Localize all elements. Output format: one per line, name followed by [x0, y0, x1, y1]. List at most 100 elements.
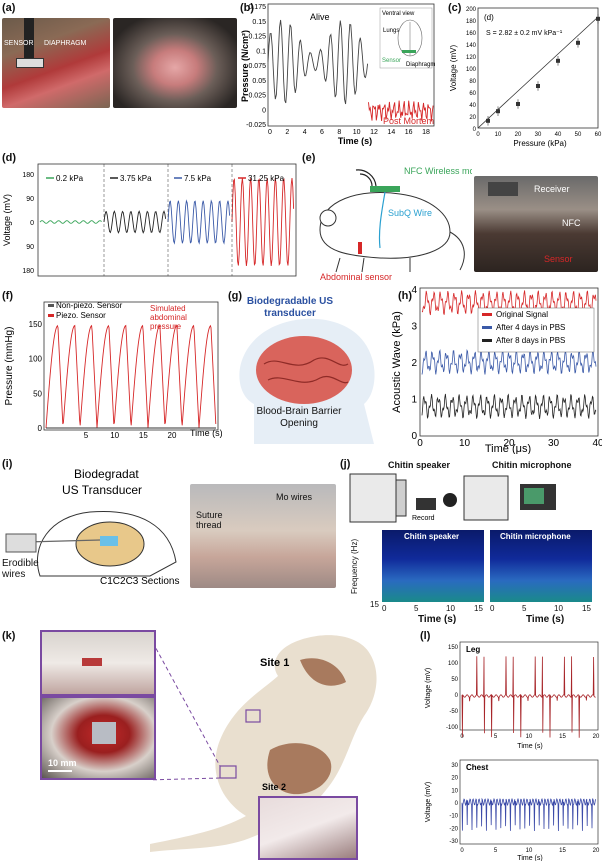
d-wave-3 — [231, 177, 295, 267]
b-diaphragm-label: Diaphragm — [406, 62, 435, 68]
xtick-label: 15 — [139, 431, 148, 440]
h-series-0 — [421, 290, 597, 317]
panel-label-c: (c) — [448, 2, 462, 14]
l-ylabel-2: Voltage (mV) — [425, 782, 432, 822]
ytick-label: 10 — [451, 788, 458, 794]
b-lungs-label: Lungs — [383, 28, 399, 34]
j-spectrogram-speaker: Chitin speaker — [382, 530, 484, 602]
sensor-label: SENSOR — [4, 40, 34, 47]
ytick-label: 90 — [26, 196, 34, 203]
ytick-label: 30 — [451, 763, 458, 769]
c-ylabel: Voltage (mV) — [449, 45, 458, 92]
c-data-point — [536, 84, 540, 88]
j-s2-xtick-2: 10 — [554, 604, 563, 613]
e-sensor-label: Sensor — [544, 254, 573, 264]
ytick-label: -20 — [449, 826, 458, 832]
ytick-label: 0 — [455, 801, 459, 807]
j-ylabel: Frequency (Hz) — [350, 538, 359, 594]
xtick-label: 0 — [476, 132, 480, 138]
ytick-label: 0 — [30, 220, 34, 227]
j-microphone-title: Chitin microphone — [492, 460, 572, 470]
k-scale-label: 10 mm — [48, 758, 77, 768]
j-s1-xtick-2: 10 — [446, 604, 455, 613]
b-inset-schematic: Ventral view Lungs Sensor Diaphragm — [379, 7, 435, 69]
xtick-label: 15 — [559, 848, 566, 854]
ytick-label: 0 — [411, 431, 417, 442]
panel-label-k: (k) — [2, 630, 16, 642]
xtick-label: 0 — [460, 848, 464, 854]
panel-label-b: (b) — [240, 2, 255, 14]
ytick-label: 180 — [466, 19, 477, 25]
e-nfc-label: NFC — [562, 218, 581, 228]
panel-label-e: (e) — [302, 152, 316, 164]
ytick-label: 40 — [469, 103, 476, 109]
e-subq-label: SubQ Wire — [388, 208, 432, 218]
ytick-label: -10 — [449, 814, 458, 820]
f-piezo-series — [45, 324, 217, 429]
j-xlabel-2: Time (s) — [526, 614, 565, 625]
ytick-label: 100 — [466, 67, 477, 73]
ytick-label: 1 — [411, 395, 417, 406]
j-xlabel-1: Time (s) — [418, 614, 457, 625]
ytick-label: 150 — [29, 320, 43, 329]
j-s2-xtick-1: 5 — [522, 604, 527, 613]
j-s1-xtick-3: 15 — [474, 604, 483, 613]
d-pressure-label: 31.25 kPa — [248, 174, 285, 183]
i-title1: Biodegradat — [74, 467, 139, 481]
ytick-label: 20 — [451, 776, 458, 782]
c-inner-label: (d) — [484, 13, 494, 22]
e-receiver-label: Receiver — [534, 184, 570, 194]
xtick-label: 16 — [405, 129, 413, 136]
panel-label-l: (l) — [420, 630, 431, 642]
g-title: Biodegradable US transducer — [246, 296, 334, 319]
f-legend-piezo: Piezo. Sensor — [56, 311, 106, 320]
panel-label-f: (f) — [2, 290, 13, 302]
xtick-label: 5 — [494, 848, 498, 854]
xtick-label: 15 — [559, 734, 566, 740]
i-mo-wires-label: Mo wires — [276, 492, 313, 502]
xtick-label: 30 — [548, 438, 560, 449]
c-data-point — [516, 102, 520, 106]
h-legend-0: Original Signal — [496, 310, 548, 319]
j-record-label: Record — [412, 515, 435, 522]
e-photo-mouse: Receiver NFC Sensor — [474, 176, 598, 272]
ytick-label: -50 — [449, 709, 458, 715]
l-chest-series — [461, 797, 596, 832]
e-abdominal-label: Abdominal sensor — [320, 272, 392, 282]
l-xlabel-1: Time (s) — [517, 743, 542, 750]
i-suture-label: Suture thread — [196, 510, 223, 530]
ytick-label: 0 — [455, 693, 459, 699]
d-wave-0 — [39, 220, 102, 224]
xtick-label: 2 — [285, 129, 289, 136]
l-leg-series — [461, 656, 596, 738]
panel-label-i: (i) — [2, 458, 13, 470]
l-leg-label: Leg — [466, 645, 480, 654]
j-speaker-title: Chitin speaker — [388, 460, 451, 470]
xtick-label: 20 — [168, 431, 177, 440]
ytick-label: 0 — [473, 127, 477, 133]
d-pressure-label: 0.2 kPa — [56, 174, 84, 183]
xtick-label: 0 — [268, 129, 272, 136]
xtick-label: 10 — [110, 431, 119, 440]
ytick-label: 50 — [33, 389, 42, 398]
xtick-label: 12 — [370, 129, 378, 136]
c-data-point — [496, 109, 500, 114]
h-legend-1: After 4 days in PBS — [496, 323, 565, 332]
b-ylabel: Pressure (N/cm²) — [240, 30, 250, 102]
h-xlabel: Time (μs) — [485, 443, 531, 454]
b-xlabel: Time (s) — [338, 136, 372, 146]
f-xlabel: Time (s) — [190, 428, 222, 438]
ytick-label: 200 — [466, 7, 477, 13]
k-site1-label: Site 1 — [260, 657, 289, 669]
ytick-label: 2 — [411, 358, 417, 369]
e-nfc-module-label: NFC Wireless module — [404, 166, 472, 176]
l-xlabel-2: Time (s) — [517, 855, 542, 861]
j-s1-xtick-1: 5 — [414, 604, 419, 613]
ytick-label: 3 — [411, 322, 417, 333]
